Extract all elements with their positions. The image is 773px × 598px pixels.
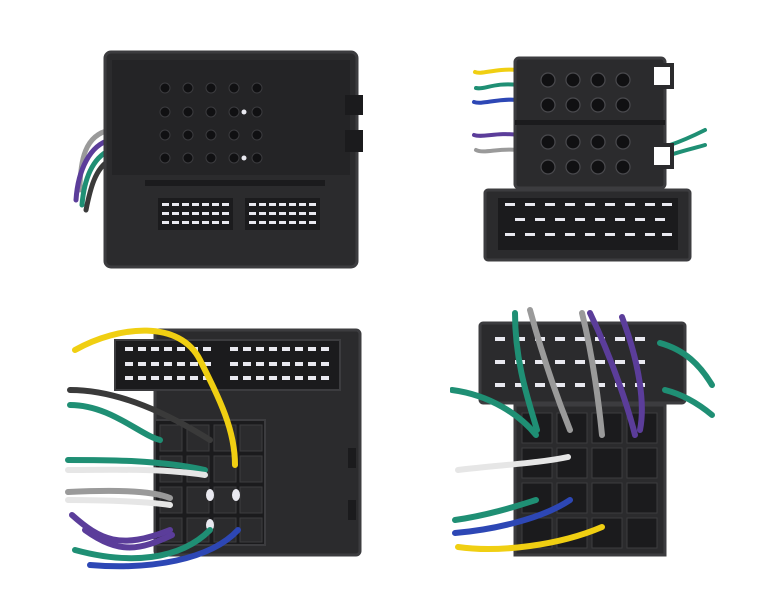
pin-block-flat	[505, 203, 672, 236]
pin-grid-round	[159, 82, 263, 164]
pin-grid-round	[540, 72, 631, 175]
pin-block-flat	[125, 347, 329, 380]
wire-bundle	[65, 327, 241, 570]
photo-connector-front-large	[60, 40, 380, 280]
wire-bundle-left	[472, 67, 520, 154]
pin-block-flat-right	[245, 198, 320, 230]
photo-connector-rear-wired-right	[450, 305, 720, 575]
photo-connector-front-stacked	[470, 50, 710, 270]
photo-connector-rear-wired-left	[60, 320, 370, 580]
wire-bundle	[450, 307, 715, 552]
wire-bundle-right	[668, 128, 707, 157]
pin-block-flat-left	[158, 198, 233, 230]
